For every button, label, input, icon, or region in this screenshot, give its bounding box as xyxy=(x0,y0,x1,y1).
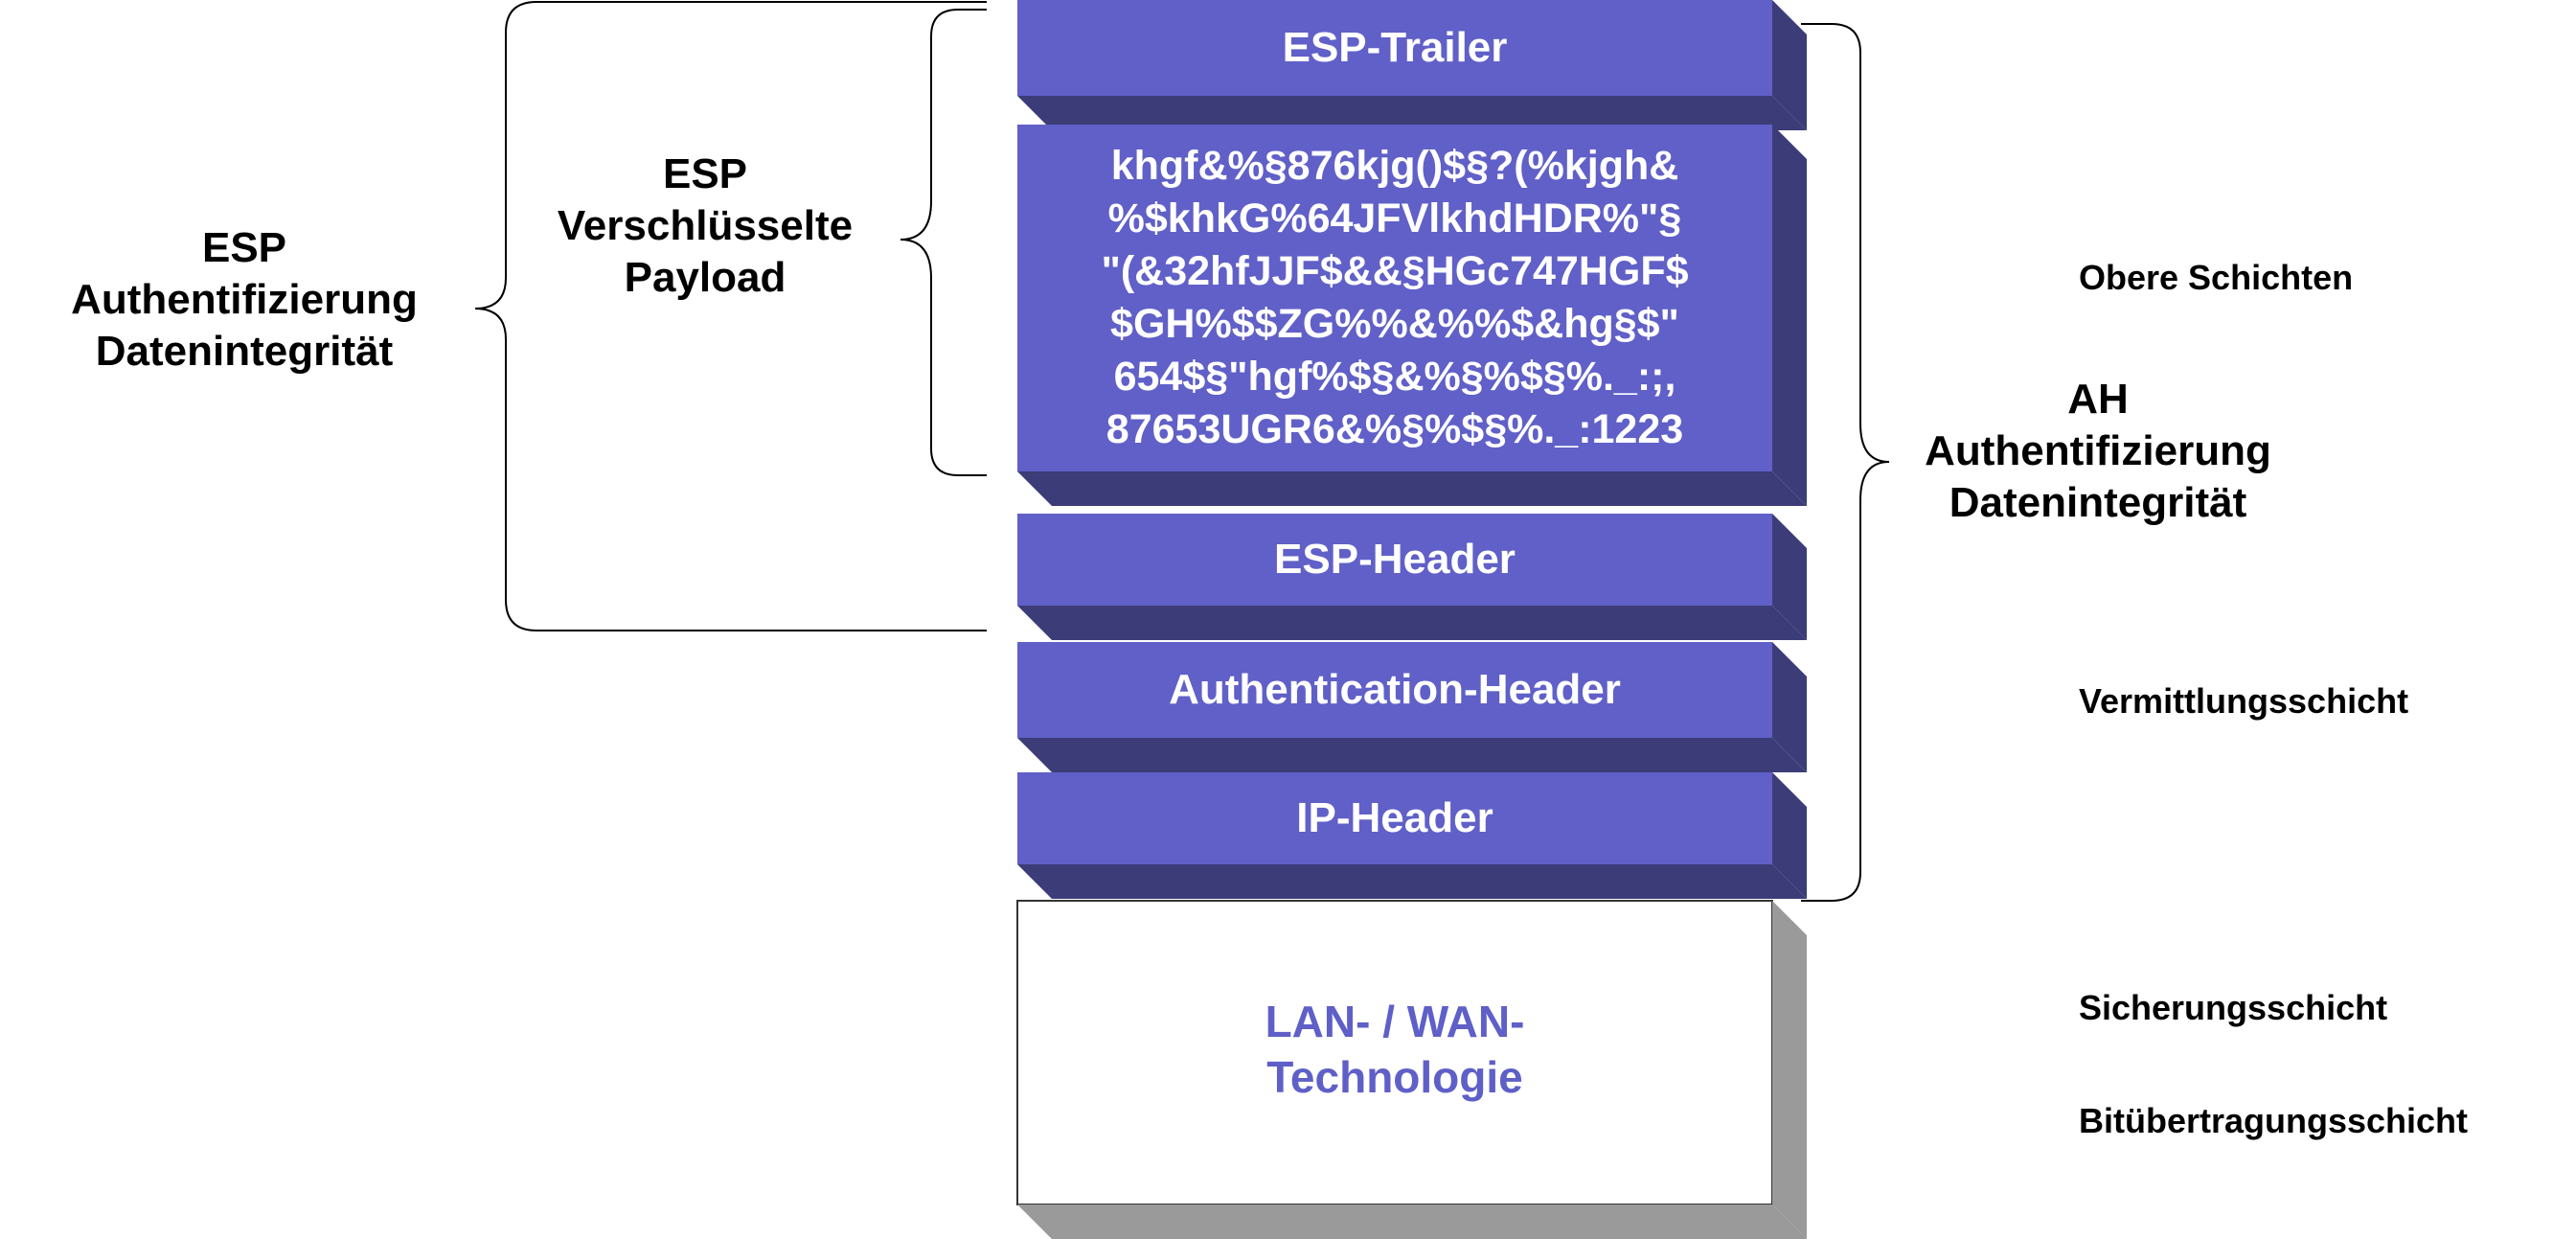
authentication-header-block xyxy=(1017,642,1807,772)
esp-encrypted-line-2: Verschlüsselte xyxy=(557,202,854,249)
lan-wan-line-1: LAN- / WAN- xyxy=(1265,997,1525,1046)
payload-line: 654$§"hgf%$§&%§%$§%._:;, xyxy=(1113,354,1676,400)
esp-encrypted-bracket xyxy=(900,9,987,476)
authentication-header-label: Authentication-Header xyxy=(1169,666,1621,713)
ip-header-block xyxy=(1017,772,1807,899)
esp-encrypted-line-3: Payload xyxy=(624,254,786,301)
esp-auth-line-2: Authentifizierung xyxy=(71,276,418,323)
esp-header-label: ESP-Header xyxy=(1274,536,1516,583)
lan-wan-block xyxy=(1016,900,1807,1239)
esp-auth-line-1: ESP xyxy=(201,224,287,271)
ah-auth-label: AH Authentifizierung Datenintegrität xyxy=(1858,374,2337,529)
esp-header-block xyxy=(1017,514,1807,640)
payload-line: 87653UGR6&%§%$§%._:1223 xyxy=(1106,406,1684,452)
ah-auth-bracket xyxy=(1801,23,1890,902)
layer-physical-label: Bitübertragungsschicht xyxy=(2079,1101,2469,1140)
layer-network-label: Vermittlungsschicht xyxy=(2079,681,2409,721)
esp-auth-bracket xyxy=(474,1,987,631)
esp-auth-line-3: Datenintegrität xyxy=(95,328,394,375)
layer-data-link-label: Sicherungsschicht xyxy=(2079,988,2388,1027)
esp-auth-label: ESP Authentifizierung Datenintegrität xyxy=(10,222,479,378)
esp-encrypted-label: ESP Verschlüsselte Payload xyxy=(513,149,897,304)
payload-line: khgf&%§876kjg()$§?(%kjgh& xyxy=(1110,143,1679,189)
encrypted-payload-block xyxy=(1017,125,1807,506)
ip-header-label: IP-Header xyxy=(1296,794,1493,841)
layer-upper-label: Obere Schichten xyxy=(2079,258,2354,297)
encrypted-payload-text: khgf&%§876kjg()$§?(%kjgh& %$khkG%64JFVlk… xyxy=(1017,125,1772,471)
esp-encrypted-line-1: ESP xyxy=(662,150,748,197)
payload-line: $GH%$$ZG%%&%%$&hg§$" xyxy=(1110,301,1679,347)
payload-line: "(&32hfJJF$&&§HGc747HGF$ xyxy=(1101,248,1689,294)
payload-line: %$khkG%64JFVlkhdHDR%"§ xyxy=(1107,195,1682,241)
lan-wan-label: LAN- / WAN- Technologie xyxy=(1017,977,1772,1121)
ah-auth-line-3: Datenintegrität xyxy=(1949,479,2247,526)
lan-wan-line-2: Technologie xyxy=(1266,1052,1523,1102)
ah-auth-line-2: Authentifizierung xyxy=(1925,427,2271,474)
ah-auth-line-1: AH xyxy=(2067,376,2129,423)
esp-trailer-block xyxy=(1017,0,1807,130)
esp-trailer-label: ESP-Trailer xyxy=(1282,24,1508,71)
